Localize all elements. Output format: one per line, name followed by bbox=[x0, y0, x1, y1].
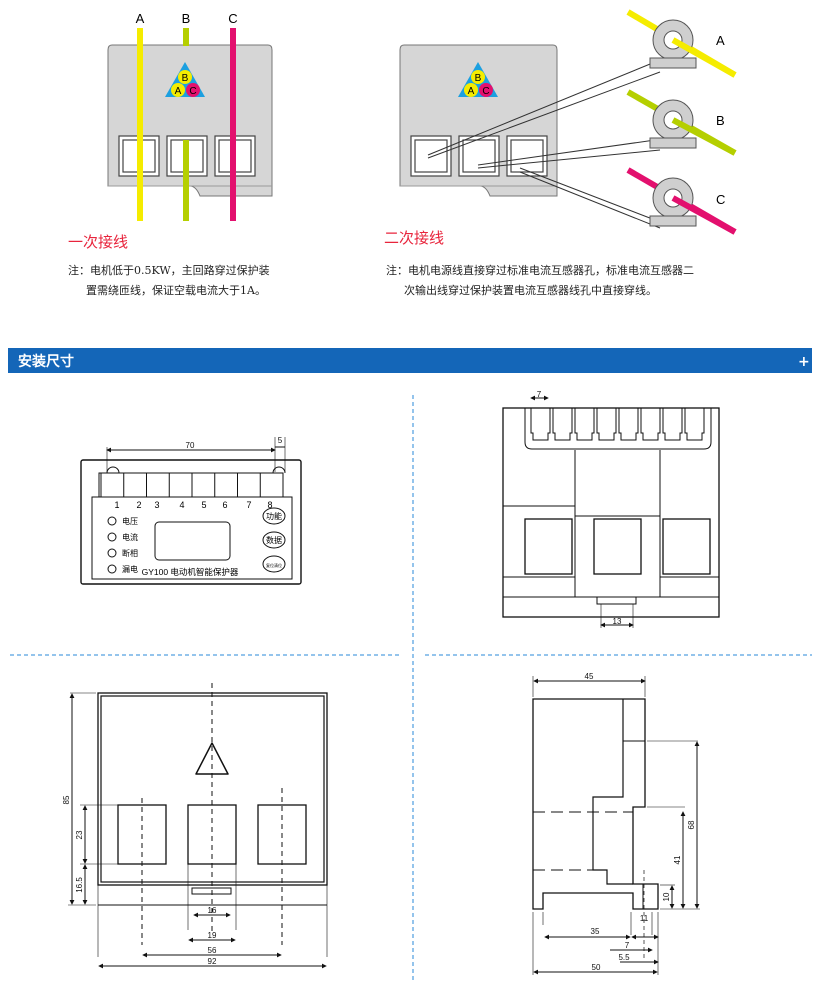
terminal-slot bbox=[596, 408, 617, 441]
svg-text:C: C bbox=[482, 86, 489, 97]
top-view bbox=[502, 395, 720, 628]
terminal-slot bbox=[574, 408, 595, 441]
primary-note-2: 置需绕匝线，保证空载电流大于1A。 bbox=[86, 283, 266, 297]
panel-button-label: 复位清位 bbox=[266, 562, 282, 568]
terminal-number: 3 bbox=[154, 500, 159, 510]
panel-button-2[interactable]: 数据 bbox=[262, 531, 286, 549]
side-view bbox=[532, 676, 700, 975]
svg-text:70: 70 bbox=[186, 441, 195, 450]
label-b: B bbox=[182, 11, 191, 26]
svg-text:B: B bbox=[716, 113, 725, 128]
svg-text:35: 35 bbox=[591, 927, 600, 936]
svg-text:92: 92 bbox=[208, 957, 217, 966]
model-label: GY100 电动机智能保护器 bbox=[142, 567, 239, 577]
terminal-number: 6 bbox=[222, 500, 227, 510]
svg-text:56: 56 bbox=[208, 946, 217, 955]
indicator-led-icon bbox=[107, 548, 117, 558]
svg-text:C: C bbox=[189, 86, 196, 97]
secondary-note-1: 注：电机电源线直接穿过标准电流互感器孔，标准电流互感器二 bbox=[386, 263, 694, 277]
svg-text:5: 5 bbox=[278, 436, 283, 445]
terminal-slot bbox=[552, 408, 573, 441]
svg-text:13: 13 bbox=[613, 617, 622, 626]
svg-text:16.5: 16.5 bbox=[75, 877, 84, 893]
terminal-number: 8 bbox=[267, 500, 272, 510]
terminal-number: 5 bbox=[201, 500, 206, 510]
terminal-slot bbox=[530, 408, 551, 441]
dashed-dividers bbox=[10, 395, 812, 980]
primary-note-1: 注：电机低于0.5KW，主回路穿过保护装 bbox=[68, 263, 270, 277]
panel-button-label: 数据 bbox=[266, 535, 282, 545]
secondary-leads bbox=[427, 61, 661, 229]
panel-button-3[interactable]: 复位清位 bbox=[262, 555, 286, 573]
svg-text:A: A bbox=[468, 86, 475, 97]
svg-text:50: 50 bbox=[592, 963, 601, 972]
svg-text:41: 41 bbox=[673, 855, 682, 864]
panel-button-label: 功能 bbox=[266, 511, 282, 521]
primary-wiring-title: 一次接线 bbox=[68, 233, 128, 251]
terminal-number: 7 bbox=[246, 500, 251, 510]
svg-text:23: 23 bbox=[75, 830, 84, 839]
current-transformers bbox=[649, 19, 697, 227]
indicator-label: 断相 bbox=[122, 548, 138, 558]
svg-text:85: 85 bbox=[62, 795, 71, 804]
svg-text:B: B bbox=[182, 73, 189, 84]
svg-text:5.5: 5.5 bbox=[618, 953, 630, 962]
indicator-led-icon bbox=[107, 564, 117, 574]
terminal-number: 4 bbox=[179, 500, 184, 510]
svg-text:19: 19 bbox=[208, 931, 217, 940]
svg-text:16: 16 bbox=[208, 906, 217, 915]
secondary-wiring-title: 二次接线 bbox=[384, 229, 444, 247]
terminal-number: 1 bbox=[114, 500, 119, 510]
secondary-wiring-diagram: B A C A B C 二次接线 注：电机电源线直接穿过标准电流互感器孔，标准电… bbox=[384, 9, 737, 297]
indicator-label: 电流 bbox=[122, 532, 138, 542]
svg-text:B: B bbox=[475, 73, 482, 84]
terminal-slot bbox=[640, 408, 661, 441]
bottom-view bbox=[68, 683, 328, 969]
svg-text:7: 7 bbox=[625, 941, 630, 950]
indicator-led-icon bbox=[107, 532, 117, 542]
indicator-led-icon bbox=[107, 516, 117, 526]
svg-text:A: A bbox=[175, 86, 182, 97]
svg-text:68: 68 bbox=[687, 820, 696, 829]
panel-button-1[interactable]: 功能 bbox=[262, 507, 286, 525]
terminal-number: 2 bbox=[136, 500, 141, 510]
terminal-slot bbox=[662, 408, 683, 441]
lcd-display bbox=[154, 521, 231, 561]
expand-button[interactable]: + bbox=[798, 354, 810, 370]
svg-text:10: 10 bbox=[662, 892, 671, 901]
svg-text:45: 45 bbox=[585, 672, 594, 681]
section-header-install-dimensions[interactable]: 安装尺寸 + bbox=[8, 348, 812, 373]
phase-triangle: B A C bbox=[165, 62, 205, 97]
svg-text:11: 11 bbox=[640, 914, 649, 923]
secondary-note-2: 次输出线穿过保护装置电流互感器线孔中直接穿线。 bbox=[404, 283, 657, 297]
svg-text:C: C bbox=[716, 192, 725, 207]
indicator-label: 漏电 bbox=[122, 564, 138, 574]
indicator-label: 电压 bbox=[122, 516, 138, 526]
svg-text:7: 7 bbox=[537, 390, 542, 399]
primary-wiring-diagram: B A C A B C 一次接线 注：电机低于0.5KW，主回路穿过保护装 置需… bbox=[68, 11, 273, 297]
label-a: A bbox=[136, 11, 145, 26]
svg-text:A: A bbox=[716, 33, 725, 48]
label-c: C bbox=[228, 11, 237, 26]
section-title: 安装尺寸 bbox=[18, 353, 74, 370]
terminal-slot bbox=[618, 408, 639, 441]
terminal-slot bbox=[684, 408, 705, 441]
